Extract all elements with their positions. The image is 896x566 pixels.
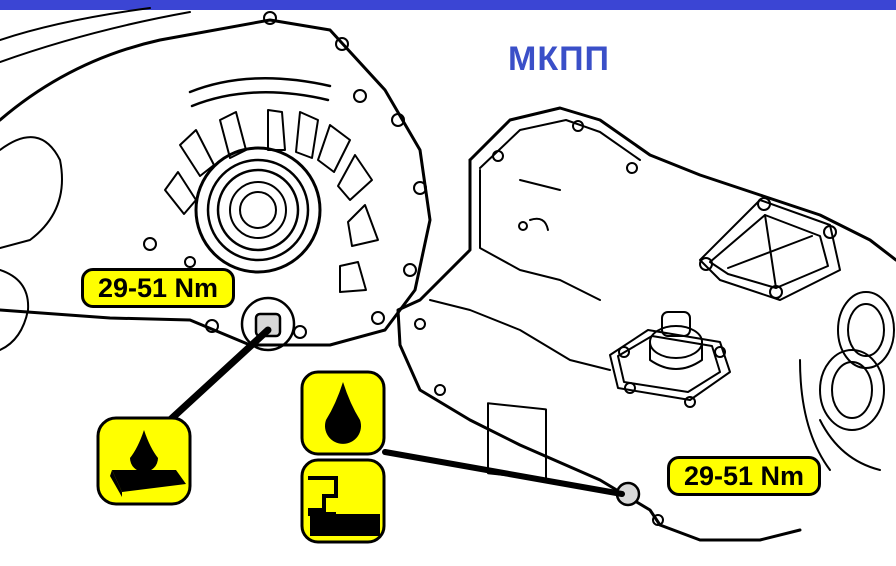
leader-line-right: [382, 449, 625, 497]
oil-level-check-icon: [300, 458, 386, 544]
torque-label-right: 29-51 Nm: [667, 456, 821, 496]
oil-drain-tray-icon: [96, 416, 192, 506]
top-bar: [0, 0, 896, 10]
transmission-housing-left: [0, 11, 432, 352]
diagram-title: МКПП: [508, 40, 610, 78]
oil-drop-icon: [300, 370, 386, 456]
engine-outline: [0, 7, 191, 351]
leader-line-left: [166, 326, 272, 424]
gearbox-housing-right: [396, 106, 896, 542]
torque-label-left: 29-51 Nm: [81, 268, 235, 308]
